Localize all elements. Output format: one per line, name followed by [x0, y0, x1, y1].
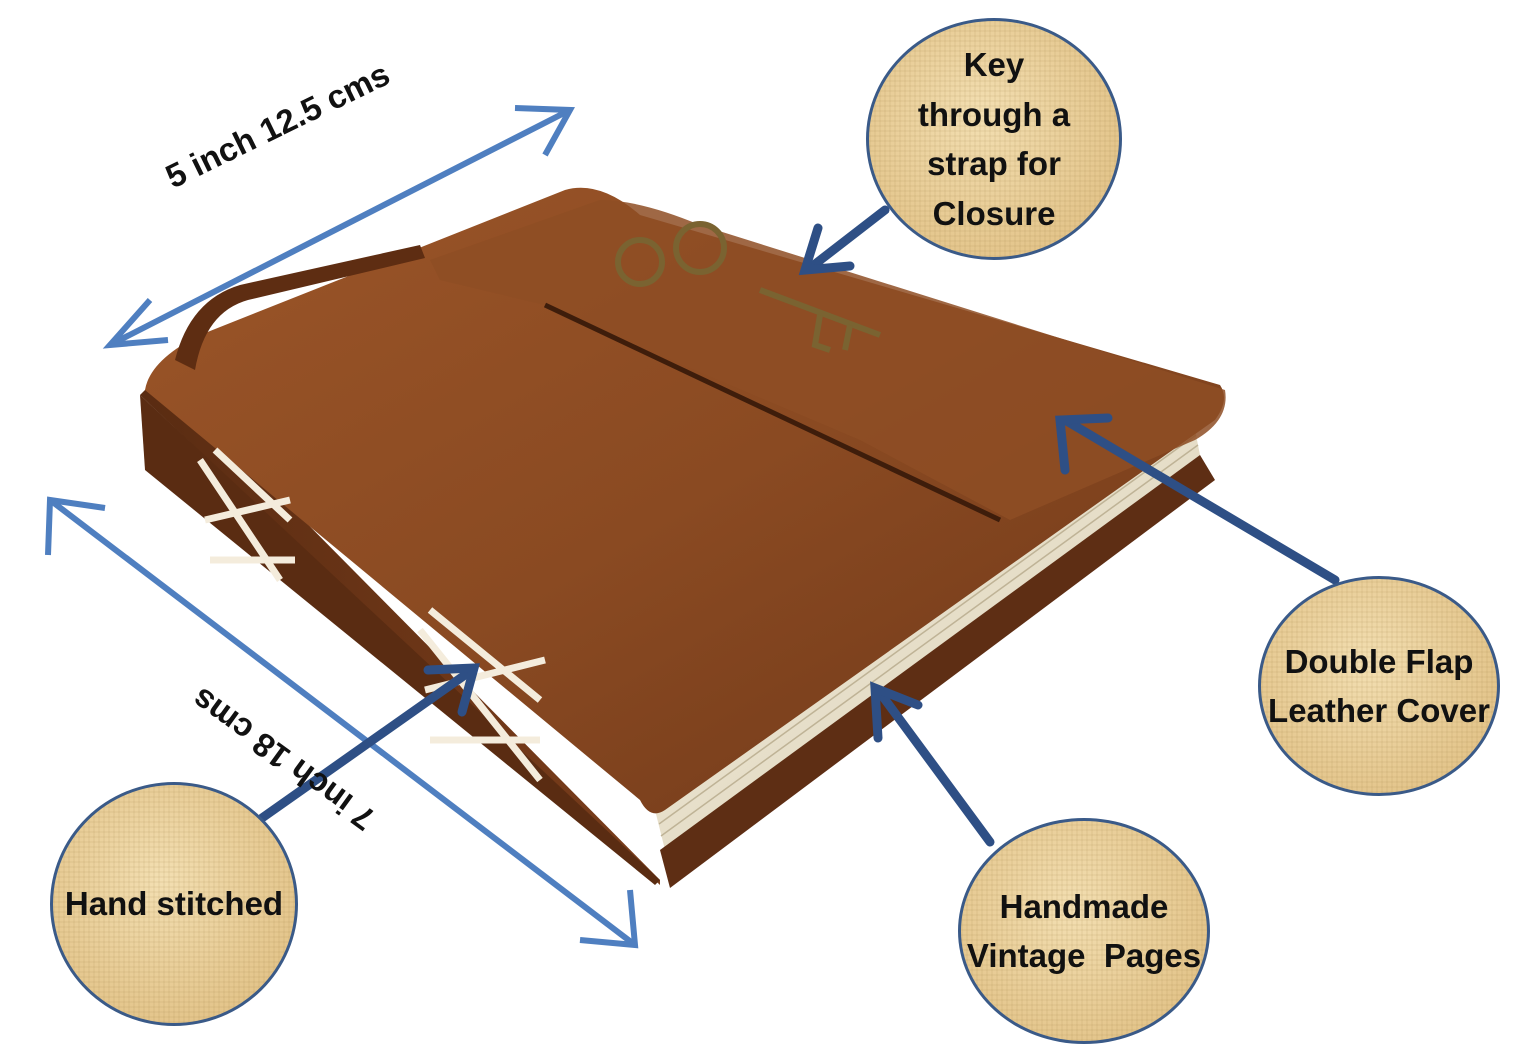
- journal-bottom-cover: [660, 455, 1215, 888]
- callout-double-flap: Double Flap Leather Cover: [1258, 576, 1500, 796]
- width-dimension-arrow: [102, 105, 575, 349]
- callout-handmade-pages: Handmade Vintage Pages: [958, 818, 1210, 1044]
- callout-hand-stitched: Hand stitched: [50, 782, 298, 1026]
- callout-flap-line-1: Double Flap: [1284, 642, 1474, 680]
- callout-key-line-4: Closure: [932, 194, 1056, 232]
- callout-pages-line-1: Handmade: [999, 887, 1169, 925]
- flap-edge: [543, 302, 1002, 523]
- callout-flap-line-2: Leather Cover: [1268, 692, 1490, 729]
- stitch-pointer-arrow: [257, 663, 480, 823]
- callout-key-line-3: strap for: [927, 145, 1061, 182]
- pages-pointer-arrow: [870, 681, 995, 847]
- key-icon: [615, 221, 882, 353]
- callout-stitch-line-1: Hand stitched: [64, 885, 284, 923]
- key-pointer-arrow: [798, 205, 890, 276]
- height-dimension-arrow: [45, 496, 639, 949]
- leather-strap: [175, 245, 425, 370]
- callout-key-line-1: Key: [963, 46, 1025, 83]
- callout-key-closure: Key through a strap for Closure: [866, 18, 1122, 260]
- flap-pointer-arrow: [1055, 413, 1340, 585]
- callout-pages-line-2: Vintage Pages: [966, 937, 1202, 974]
- callout-key-line-2: through a: [917, 95, 1071, 133]
- spine-stitching: [197, 447, 546, 783]
